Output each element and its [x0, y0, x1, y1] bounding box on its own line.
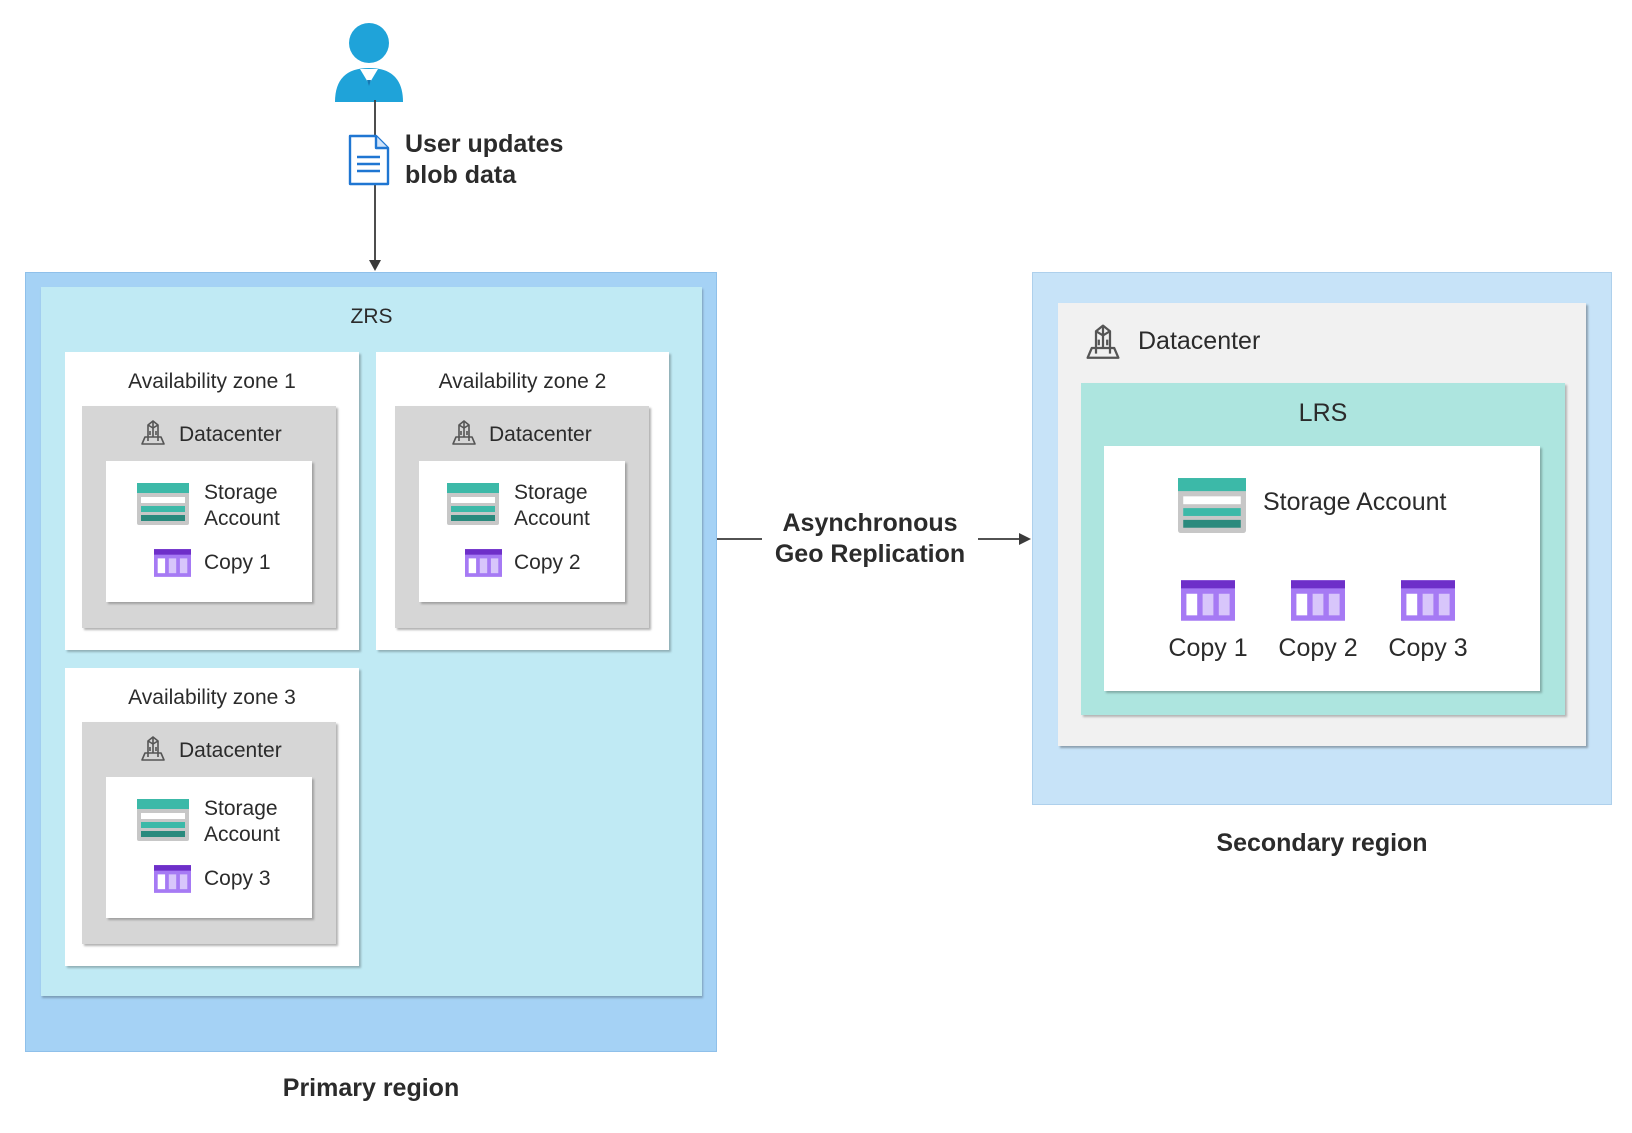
storage-account-icon [137, 483, 189, 525]
copy-icon [154, 865, 191, 893]
storage-label-line1: Storage [514, 481, 588, 504]
datacenter-icon [449, 417, 479, 447]
copy-icon [1291, 579, 1345, 622]
replication-label: Asynchronous Geo Replication [762, 508, 978, 570]
zone-3-copy-label: Copy 3 [204, 867, 271, 890]
secondary-copy-2-label: Copy 2 [1278, 634, 1358, 662]
datacenter-icon [1082, 320, 1124, 362]
user-to-region-arrow [368, 100, 382, 272]
storage-label-line2: Account [514, 507, 590, 530]
storage-label-line2: Account [204, 823, 280, 846]
storage-account-icon [137, 799, 189, 841]
zone-2-title: Availability zone 2 [438, 370, 607, 393]
secondary-copy-1-label: Copy 1 [1168, 634, 1248, 662]
storage-account-icon [447, 483, 499, 525]
datacenter-icon [138, 733, 168, 763]
secondary-region-label: Secondary region [1216, 829, 1428, 857]
replication-label-line1: Asynchronous [782, 509, 958, 537]
user-note: User updates blob data [405, 129, 563, 191]
zone-1-copy-label: Copy 1 [204, 551, 271, 574]
zone-2-storage-label: Storage Account [514, 480, 590, 532]
replication-label-line2: Geo Replication [774, 540, 966, 568]
secondary-storage-label: Storage Account [1263, 488, 1447, 516]
copy-icon [1181, 579, 1235, 622]
zone-1-datacenter-label: Datacenter [179, 423, 282, 446]
storage-label-line1: Storage [204, 797, 278, 820]
storage-label-line2: Account [204, 507, 280, 530]
replication-line-left [717, 537, 763, 541]
copy-icon [1401, 579, 1455, 622]
zone-2-copy-label: Copy 2 [514, 551, 581, 574]
datacenter-icon [138, 417, 168, 447]
user-icon [333, 22, 405, 102]
user-note-line1: User updates [405, 130, 564, 158]
copy-icon [154, 549, 191, 577]
copy-icon [465, 549, 502, 577]
replication-arrow [978, 531, 1032, 547]
zone-2-datacenter-label: Datacenter [489, 423, 592, 446]
zone-3-storage-label: Storage Account [204, 796, 280, 848]
primary-region-label: Primary region [282, 1074, 460, 1102]
zone-1-storage-label: Storage Account [204, 480, 280, 532]
zone-3-title: Availability zone 3 [128, 686, 296, 709]
zrs-label: ZRS [350, 305, 393, 328]
zone-3-datacenter-label: Datacenter [179, 739, 282, 762]
secondary-storage-box [1104, 446, 1540, 691]
lrs-label: LRS [1298, 399, 1348, 427]
storage-account-icon [1178, 478, 1246, 533]
user-note-line2: blob data [405, 161, 517, 189]
document-icon [348, 134, 390, 186]
storage-label-line1: Storage [204, 481, 278, 504]
zone-1-title: Availability zone 1 [128, 370, 296, 393]
secondary-datacenter-label: Datacenter [1138, 327, 1261, 355]
secondary-copy-3-label: Copy 3 [1388, 634, 1468, 662]
